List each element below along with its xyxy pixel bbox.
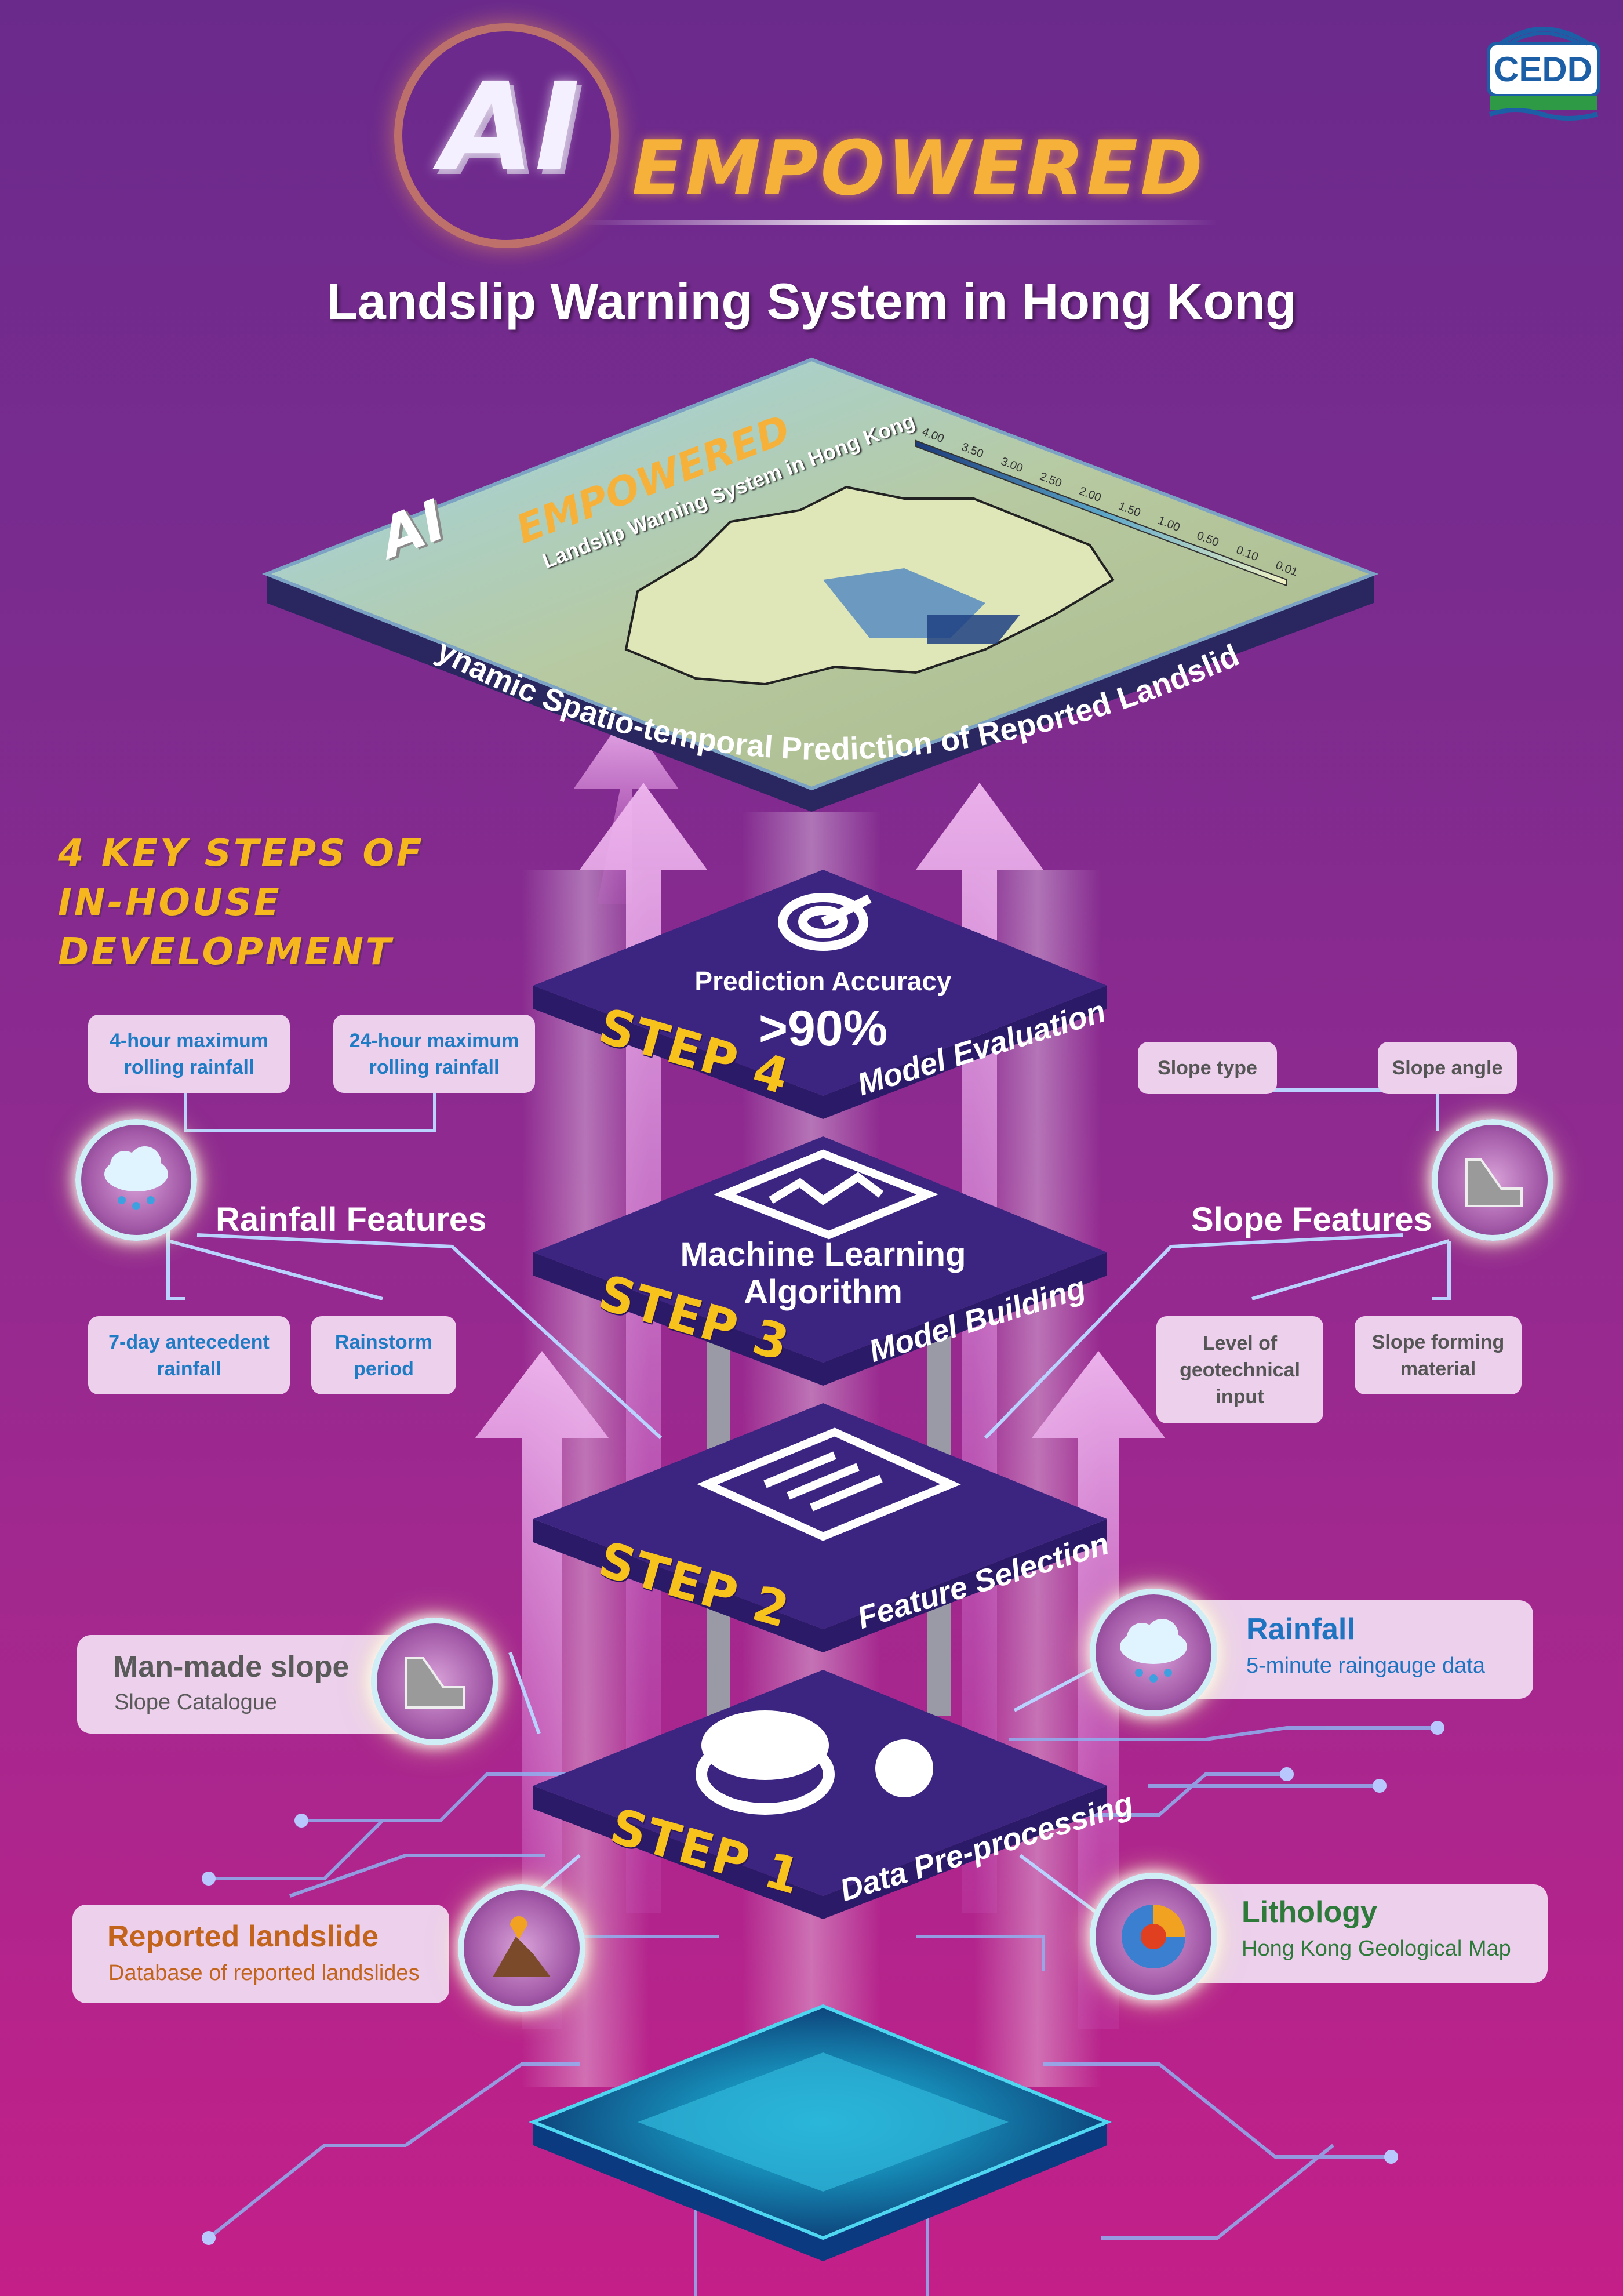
source-man-made-slope-title: Man-made slope	[113, 1650, 350, 1684]
lithology-badge	[1090, 1873, 1217, 2000]
key-steps-line2: IN-HOUSE DEVELOPMENT	[58, 881, 394, 973]
reported-landslide-badge	[458, 1884, 585, 2012]
source-reported-landslide-subtitle: Database of reported landslides	[108, 1961, 420, 1985]
feature-slope-forming-material: Slope forming material	[1355, 1316, 1522, 1394]
ai-mark: AI	[440, 56, 580, 198]
upward-arrows	[475, 713, 1165, 2029]
monitor-chart-icon	[714, 1149, 938, 1240]
feature-slope-type: Slope type	[1138, 1042, 1277, 1094]
rain-cloud-icon	[104, 1146, 168, 1210]
cedd-logo-text: CEDD	[1493, 50, 1592, 89]
rain-cloud-icon	[1120, 1619, 1187, 1683]
landslide-icon	[493, 1916, 551, 1977]
source-man-made-slope	[77, 1635, 425, 1734]
slope-icon	[405, 1657, 465, 1709]
key-steps-heading: 4 KEY STEPS OF IN-HOUSE DEVELOPMENT	[58, 829, 609, 977]
source-reported-landslide-title: Reported landslide	[107, 1920, 379, 1953]
feature-24h-rainfall: 24-hour maximum rolling rainfall	[333, 1015, 535, 1093]
key-steps-line1: 4 KEY STEPS OF	[58, 832, 424, 875]
feature-slope-angle: Slope angle	[1378, 1042, 1517, 1094]
step-plates	[533, 870, 1107, 1919]
slope-icon	[1465, 1158, 1523, 1207]
rainfall-features-badge	[75, 1119, 197, 1241]
slope-features-title: Slope Features	[1191, 1201, 1432, 1238]
prediction-accuracy-value: >90%	[758, 1001, 888, 1056]
clipboard-checklist-icon	[697, 1427, 961, 1541]
prediction-accuracy-label: Prediction Accuracy	[694, 966, 952, 996]
header-divider	[580, 220, 1217, 225]
feature-geotechnical-input: Level of geotechnical input	[1156, 1316, 1323, 1423]
feature-rainstorm-period: Rainstorm period	[311, 1316, 456, 1394]
source-lithology	[1159, 1884, 1548, 1983]
rainfall-features-title: Rainfall Features	[216, 1201, 487, 1238]
cedd-logo	[1487, 27, 1600, 121]
source-reported-landslide	[72, 1905, 449, 2003]
feature-4h-rainfall: 4-hour maximum rolling rainfall	[88, 1015, 290, 1093]
source-man-made-slope-subtitle: Slope Catalogue	[114, 1690, 277, 1714]
source-lithology-title: Lithology	[1242, 1895, 1377, 1929]
slope-features-badge	[1432, 1119, 1553, 1241]
empowered-title: EMPOWERED	[632, 124, 1205, 212]
ai-chip	[528, 2004, 1112, 2261]
map-caption: Dynamic Spatio-temporal Prediction of Re…	[0, 0, 1244, 766]
globe-layers-icon	[1122, 1905, 1185, 1968]
database-check-icon	[696, 1710, 933, 1815]
source-rainfall-subtitle: 5-minute raingauge data	[1246, 1654, 1485, 1678]
rainfall-source-badge	[1090, 1589, 1217, 1716]
source-lithology-subtitle: Hong Kong Geological Map	[1242, 1937, 1511, 1961]
page-subtitle: Landslip Warning System in Hong Kong	[326, 273, 1297, 330]
man-made-slope-badge	[371, 1618, 498, 1745]
ml-algorithm-line1: Machine Learning	[680, 1236, 966, 1273]
map-panel	[261, 357, 1379, 812]
feature-7day-rainfall: 7-day antecedent rainfall	[88, 1316, 290, 1394]
source-rainfall	[1159, 1600, 1533, 1699]
target-icon	[778, 893, 872, 951]
source-rainfall-title: Rainfall	[1246, 1612, 1355, 1646]
ml-algorithm-line2: Algorithm	[744, 1273, 903, 1311]
